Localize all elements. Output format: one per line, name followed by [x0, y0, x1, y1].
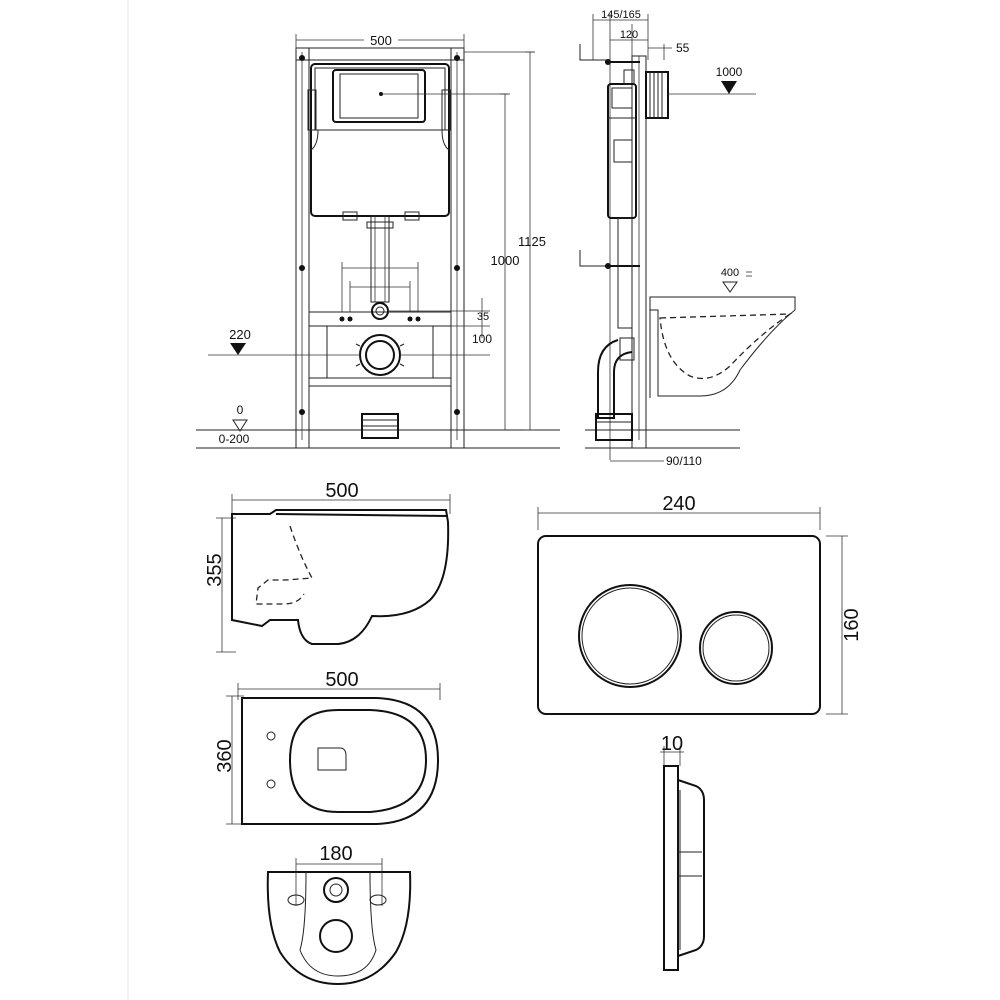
frame-height-total-label: 1125: [518, 234, 546, 249]
bowl-back-view: 180: [266, 843, 412, 986]
frame-width-label: 500: [370, 33, 392, 48]
plate-width-label: 240: [662, 493, 695, 515]
depth-range-label: 145/165: [601, 9, 641, 21]
small-flush-button: [699, 611, 773, 685]
level-marker-filled: [721, 81, 737, 94]
level-marker-outline: [722, 281, 738, 293]
bowl-width-label: 360: [214, 739, 236, 772]
bowl-top-view: 500 360: [214, 669, 441, 825]
bowl-top-length-label: 500: [325, 669, 358, 691]
level-marker-outline: [232, 419, 248, 432]
plate-thickness-label: 10: [661, 733, 683, 755]
offset-100-label: 100: [472, 332, 492, 346]
floor-range-label: 0-200: [219, 432, 250, 446]
depth-mid-label: 120: [620, 29, 638, 41]
offset-35-label: 35: [477, 311, 489, 323]
frame-front-view: 500 1125 1000 35 100 220 0 0-200: [196, 31, 560, 449]
flush-plate-front-view: 240 160: [537, 493, 863, 715]
level-1000-label: 1000: [716, 65, 743, 79]
depth-flush-label: 55: [676, 41, 690, 55]
flush-plate-side-view: 10: [660, 733, 705, 971]
bowl-side-view: 500 355: [204, 480, 451, 653]
frame-height-outlet-label: 1000: [491, 253, 520, 268]
bowl-length-label: 500: [325, 480, 358, 502]
bowl-bolt-spacing-label: 180: [319, 843, 352, 865]
frame-side-view: 145/165 120 55 1000: [579, 9, 796, 468]
bowl-height-label: 355: [204, 553, 226, 586]
level-220-label: 220: [229, 327, 251, 342]
outlet-diameter-label: 90/110: [666, 454, 702, 468]
plate-height-label: 160: [841, 608, 863, 641]
level-marker-filled: [230, 343, 246, 355]
level-0-label: 0: [237, 403, 244, 417]
level-400-label: 400: [721, 267, 739, 279]
large-flush-button: [578, 584, 682, 688]
